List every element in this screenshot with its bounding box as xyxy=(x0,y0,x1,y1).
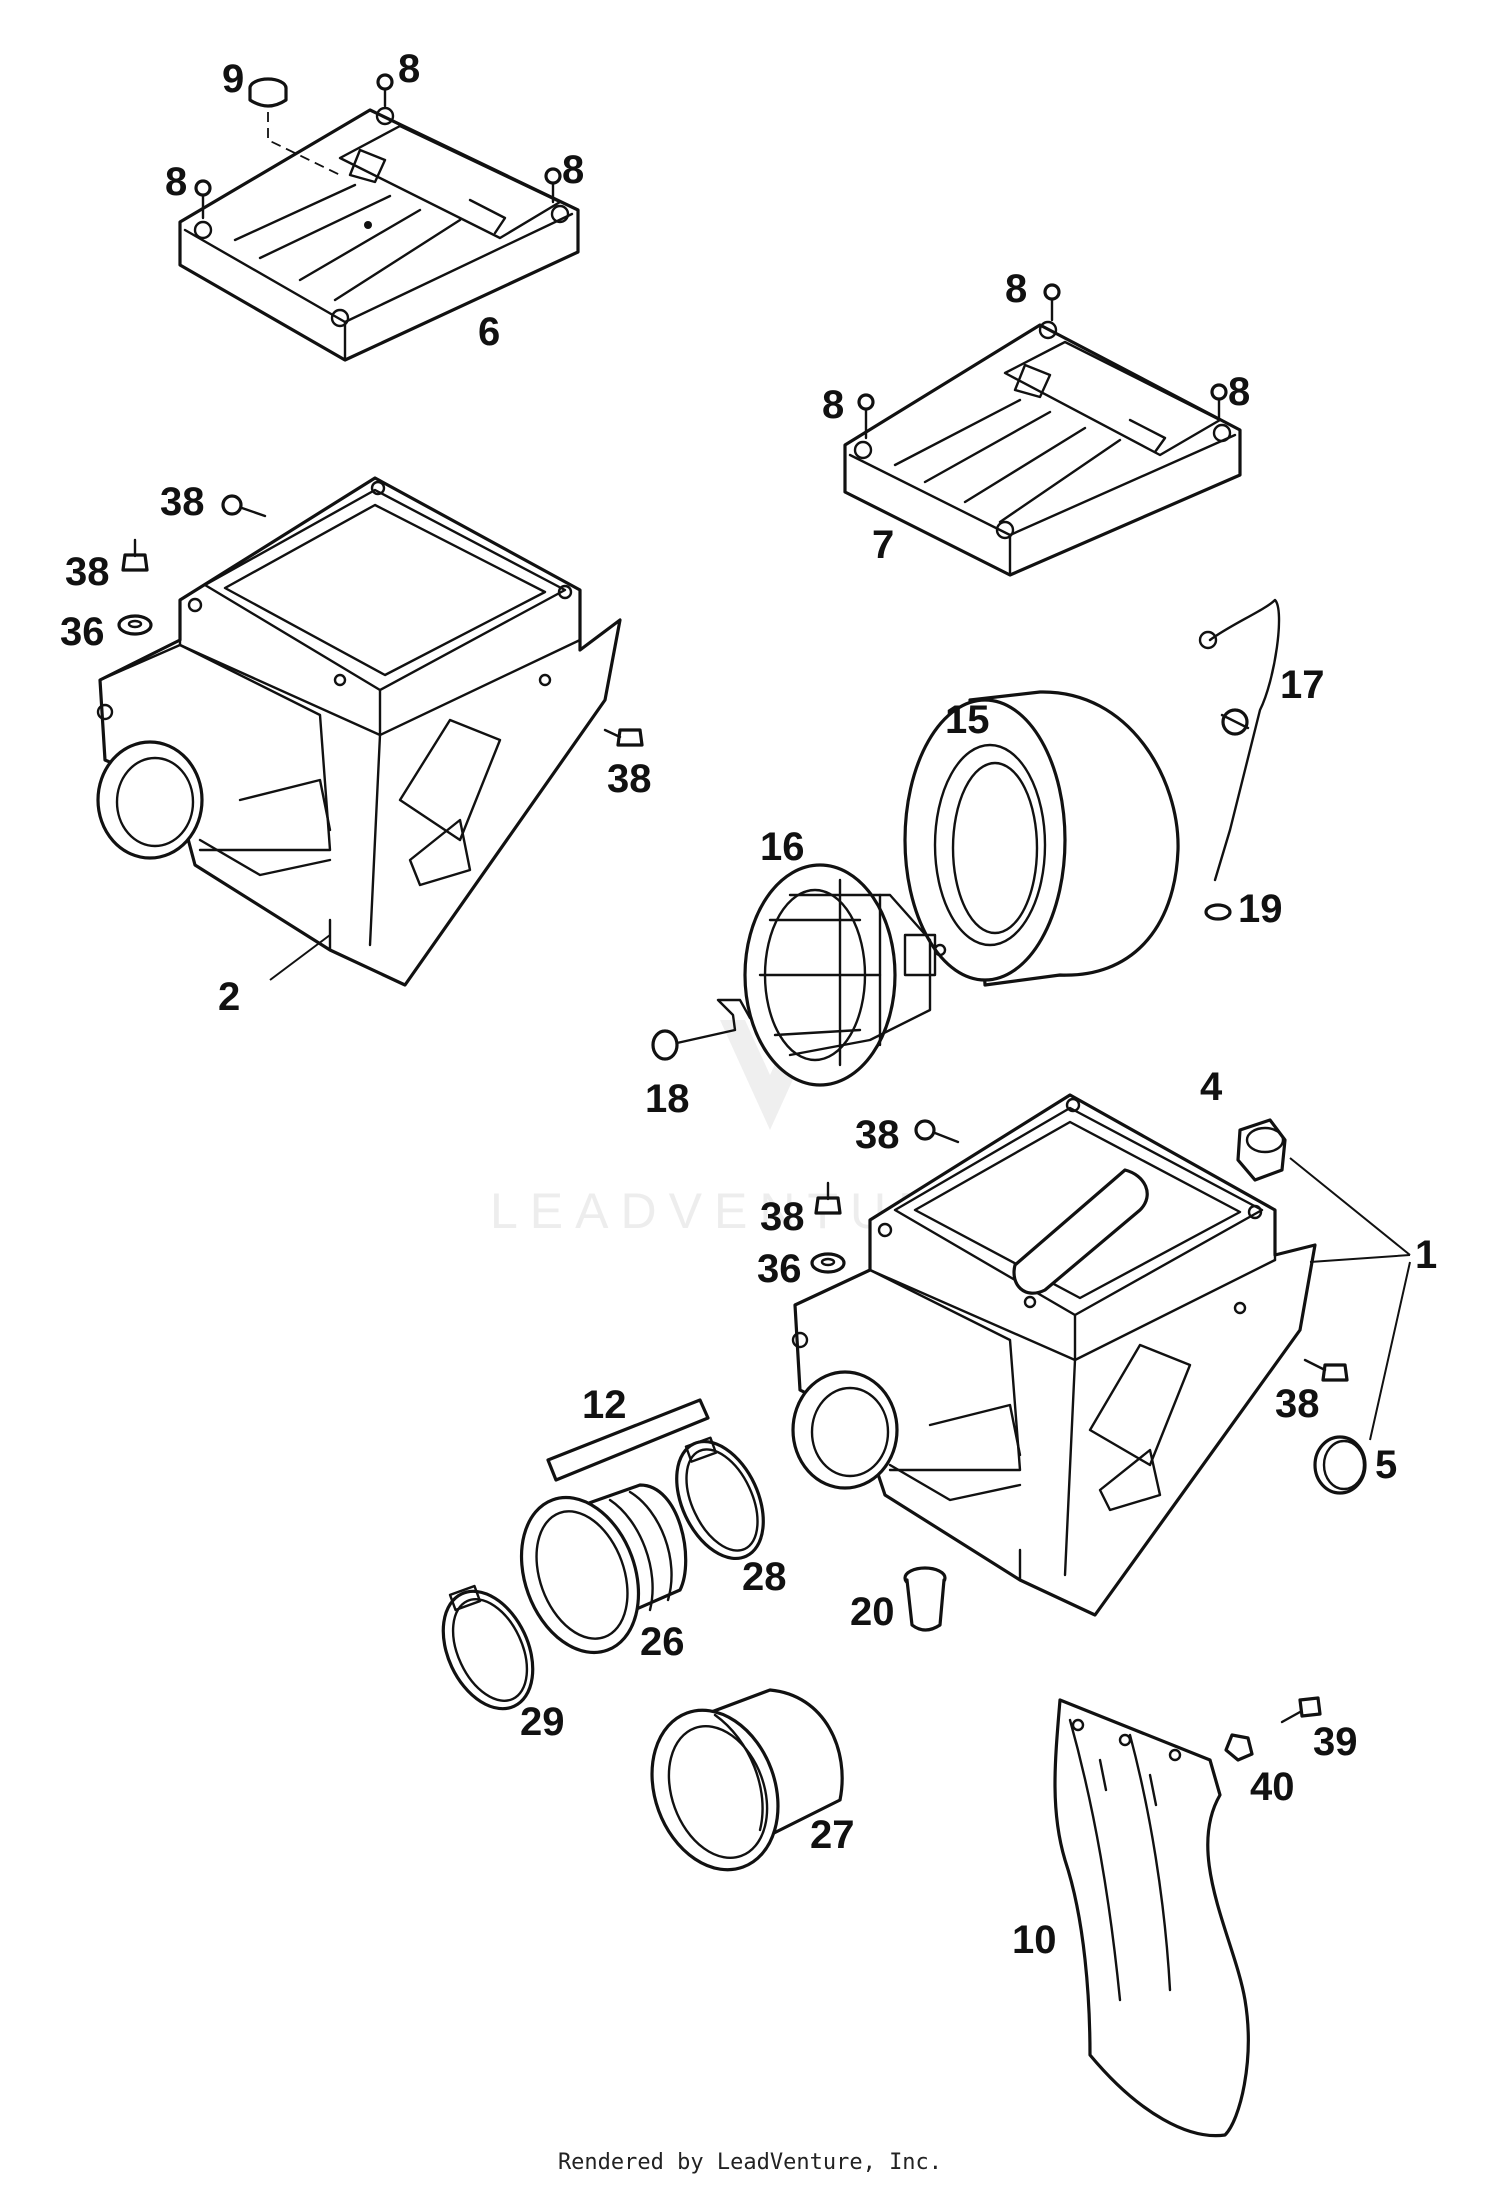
plug-9 xyxy=(248,77,341,176)
callout-8: 8 xyxy=(1005,267,1027,311)
filter-cage-16 xyxy=(743,863,947,1087)
footer-credit: Rendered by LeadVenture, Inc. xyxy=(557,2150,943,2175)
screws-8-cover-6 xyxy=(194,73,562,220)
bolt-39 xyxy=(1280,1696,1322,1724)
washer-36-1 xyxy=(810,1252,846,1274)
filter-box-cover-7 xyxy=(843,320,1242,577)
grommet-20 xyxy=(903,1566,947,1632)
callout-8: 8 xyxy=(562,148,584,192)
callout-4: 4 xyxy=(1200,1065,1223,1109)
callout-20: 20 xyxy=(850,1590,895,1634)
callout-36: 36 xyxy=(60,610,105,654)
callout-18: 18 xyxy=(645,1077,690,1121)
callout-2: 2 xyxy=(218,975,240,1019)
callout-8: 8 xyxy=(822,383,844,427)
callout-28: 28 xyxy=(742,1555,787,1599)
callout-9: 9 xyxy=(222,57,244,101)
callout-12: 12 xyxy=(582,1383,627,1427)
filter-box-cover-6 xyxy=(178,106,580,362)
bolt-38-1b xyxy=(814,1181,842,1215)
callout-38: 38 xyxy=(160,480,205,524)
callout-38: 38 xyxy=(65,550,110,594)
callout-15: 15 xyxy=(945,698,990,742)
callout-6: 6 xyxy=(478,310,500,354)
callout-16: 16 xyxy=(760,825,805,869)
callout-36: 36 xyxy=(757,1247,802,1291)
callout-8: 8 xyxy=(1228,370,1250,414)
callout-27: 27 xyxy=(810,1813,855,1857)
screws-8-cover-7 xyxy=(857,283,1228,440)
air-filter-box-1 xyxy=(791,1093,1317,1617)
callout-8: 8 xyxy=(398,47,420,91)
callout-39: 39 xyxy=(1313,1720,1358,1764)
callout-26: 26 xyxy=(640,1620,685,1664)
callout-38: 38 xyxy=(1275,1382,1320,1426)
washer-36-2 xyxy=(117,614,153,636)
callout-38: 38 xyxy=(855,1113,900,1157)
air-filter-15 xyxy=(903,690,1180,987)
clip-19 xyxy=(1204,903,1232,921)
bolt-38-2b xyxy=(121,538,149,572)
callout-38: 38 xyxy=(760,1195,805,1239)
callout-19: 19 xyxy=(1238,887,1283,931)
callout-40: 40 xyxy=(1250,1765,1295,1809)
callout-17: 17 xyxy=(1280,663,1325,707)
intake-boot-26 xyxy=(519,1483,688,1655)
bolt-38-2c xyxy=(603,728,644,747)
leader-1 xyxy=(1289,1157,1411,1441)
grommet-4 xyxy=(1236,1118,1287,1182)
callout-1: 1 xyxy=(1415,1233,1437,1277)
callout-38: 38 xyxy=(607,757,652,801)
callout-10: 10 xyxy=(1012,1918,1057,1962)
callout-8: 8 xyxy=(165,160,187,204)
nut-40 xyxy=(1224,1733,1254,1762)
hose-clamp-29 xyxy=(441,1584,535,1711)
hose-12 xyxy=(546,1398,710,1482)
bolt-38-2a xyxy=(221,494,267,518)
retaining-wire-17 xyxy=(1198,598,1281,882)
air-filter-box-2 xyxy=(96,476,622,987)
bolt-38-1c xyxy=(1303,1358,1349,1382)
callout-5: 5 xyxy=(1375,1443,1397,1487)
intake-sleeve-27 xyxy=(650,1688,844,1872)
callout-29: 29 xyxy=(520,1700,565,1744)
pin-18 xyxy=(651,998,752,1061)
cap-5 xyxy=(1313,1435,1367,1495)
bolt-38-1a xyxy=(914,1119,960,1144)
callout-7: 7 xyxy=(872,523,894,567)
mud-flap-10 xyxy=(1053,1698,1250,2138)
hose-clamp-28 xyxy=(675,1436,765,1561)
